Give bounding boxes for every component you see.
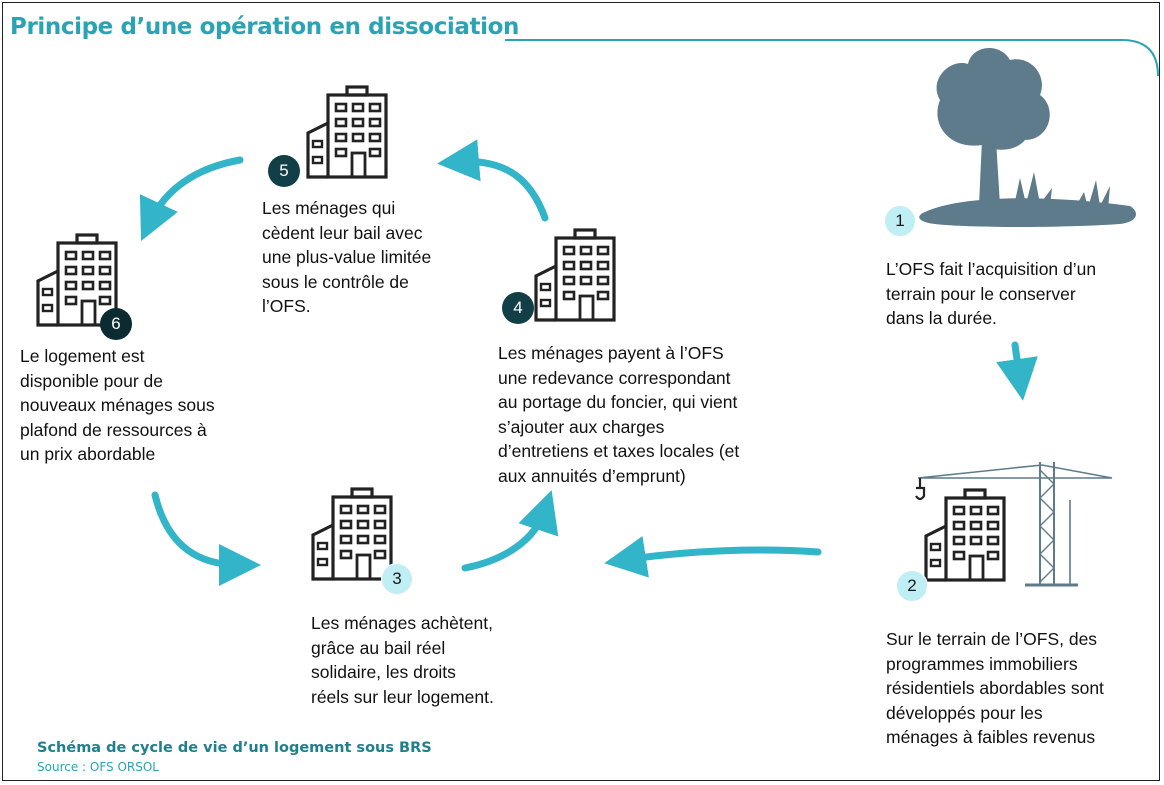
- arrow-3-to-4: [461, 490, 559, 572]
- cycle-arrows: [139, 139, 1038, 586]
- arrow-2-to-3: [604, 536, 822, 578]
- step-1-text: L’OFS fait l’acquisition d’un terrain po…: [886, 259, 1097, 328]
- step-5-text: Les ménages qui cèdent leur bail avec un…: [262, 198, 432, 316]
- figure-title: Principe d’une opération en dissociation: [10, 14, 519, 40]
- step-3-text: Les ménages achètent, grâce au bail réel…: [311, 613, 494, 707]
- arrow-4-to-5: [437, 139, 549, 222]
- step-4-text: Les ménages payent à l’OFS une redevance…: [498, 343, 740, 486]
- step-3-badge: 3: [381, 563, 413, 595]
- crane-building-icon: [915, 462, 1113, 587]
- arrow-6-to-3: [151, 491, 261, 586]
- title-rule: [505, 39, 1159, 77]
- step-1-badge: 1: [884, 205, 916, 237]
- step-2-badge: 2: [896, 570, 928, 602]
- arrow-5-to-6: [139, 156, 244, 242]
- arrow-1-to-2: [996, 341, 1038, 401]
- step-6-badge: 6: [100, 308, 132, 340]
- figure-caption: Schéma de cycle de vie d’un logement sou…: [37, 740, 432, 756]
- building-icon-4: [534, 228, 616, 322]
- building-icon-5: [306, 85, 388, 179]
- step-2-text: Sur le terrain de l’OFS, des programmes …: [886, 629, 1104, 747]
- step-4-badge: 4: [502, 292, 534, 324]
- figure-source: Source : OFS ORSOL: [37, 760, 159, 774]
- building-icon-3: [311, 487, 393, 581]
- step-6-text: Le logement est disponible pour de nouve…: [20, 346, 215, 464]
- step-5-badge: 5: [268, 155, 300, 187]
- tree-icon: [919, 48, 1136, 227]
